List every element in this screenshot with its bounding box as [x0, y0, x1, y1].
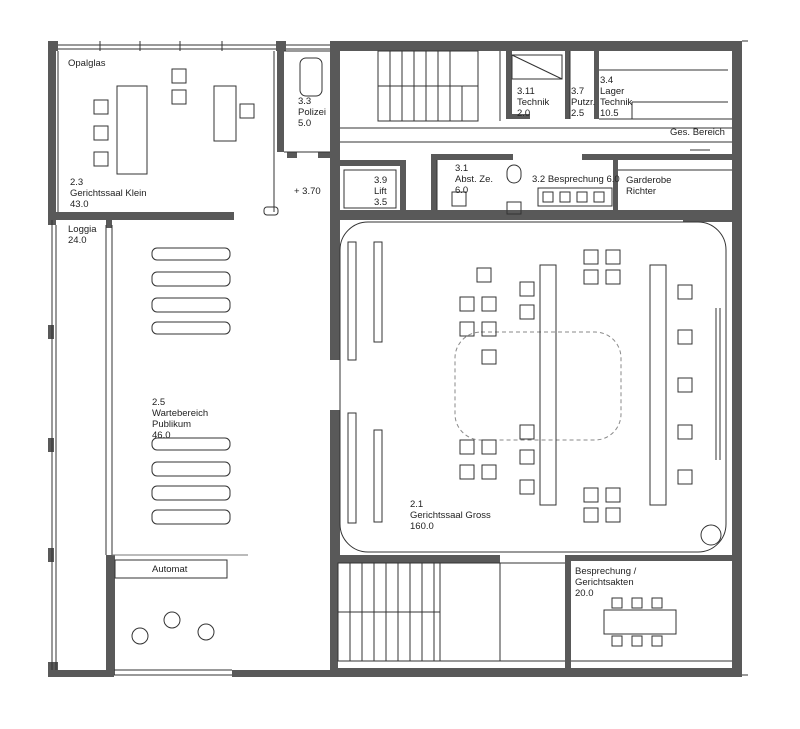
label-room-3-11: 3.11 Technik 2.0 — [517, 86, 549, 119]
room-3-1-name: Abst. Ze. — [455, 174, 494, 185]
label-room-3-2: 3.2 Besprechung 6.0 — [532, 174, 620, 185]
label-ges-bereich: Ges. Bereich — [670, 127, 725, 138]
room-3-11-area: 2.0 — [517, 108, 531, 119]
label-room-2-5: 2.5 Wartebereich Publikum 46.0 — [152, 397, 208, 441]
room-2-1-name: Gerichtssaal Gross — [410, 510, 491, 521]
room-3-4-name-1: Lager — [600, 86, 625, 97]
room-3-1-area: 6.0 — [455, 185, 469, 196]
room-3-3-number: 3.3 — [298, 96, 312, 107]
room-2-5-area: 46.0 — [152, 430, 171, 441]
label-loggia: Loggia 24.0 — [68, 224, 97, 246]
room-3-3-name: Polizei — [298, 107, 326, 118]
room-3-7-name: Putzr. — [571, 97, 596, 108]
label-room-3-9: 3.9 Lift 3.5 — [374, 175, 387, 208]
label-level: + 3.70 — [294, 186, 321, 197]
besprechung-akten-line-1: Besprechung / — [575, 566, 637, 577]
room-3-9-area: 3.5 — [374, 197, 388, 208]
label-automat: Automat — [152, 564, 187, 575]
room-3-9-number: 3.9 — [374, 175, 388, 186]
label-garderobe: Garderobe Richter — [626, 175, 671, 197]
room-2-3-area: 43.0 — [70, 199, 89, 210]
room-3-3-area: 5.0 — [298, 118, 312, 129]
room-3-9-name: Lift — [374, 186, 387, 197]
loggia-area: 24.0 — [68, 235, 87, 246]
label-room-3-7: 3.7 Putzr. 2.5 — [571, 86, 595, 119]
room-3-7-number: 3.7 — [571, 86, 585, 97]
loggia-name: Loggia — [68, 224, 97, 235]
besprechung-akten-area: 20.0 — [575, 588, 594, 599]
room-3-11-name: Technik — [517, 97, 550, 108]
label-opalglas: Opalglas — [68, 58, 106, 69]
garderobe-line-2: Richter — [626, 186, 657, 197]
label-room-3-3: 3.3 Polizei 5.0 — [298, 96, 326, 129]
room-3-2-text: 3.2 Besprechung 6.0 — [532, 174, 620, 185]
room-2-5-name-2: Publikum — [152, 419, 192, 430]
thin-lines — [51, 40, 748, 676]
room-2-1-area: 160.0 — [410, 521, 434, 532]
label-besprechung-akten: Besprechung / Gerichtsakten 20.0 — [575, 566, 636, 599]
ges-bereich-text: Ges. Bereich — [670, 127, 725, 138]
label-room-3-1: 3.1 Abst. Ze. 6.0 — [455, 163, 493, 196]
room-3-11-number: 3.11 — [517, 86, 535, 97]
walls — [48, 41, 742, 677]
room-3-7-area: 2.5 — [571, 108, 585, 119]
room-3-4-number: 3.4 — [600, 75, 614, 86]
room-2-5-name-1: Wartebereich — [152, 408, 209, 419]
level-text: + 3.70 — [294, 186, 321, 197]
besprechung-akten-line-2: Gerichtsakten — [575, 577, 634, 588]
garderobe-line-1: Garderobe — [626, 175, 672, 186]
room-2-3-number: 2.3 — [70, 177, 84, 188]
room-2-5-number: 2.5 — [152, 397, 166, 408]
label-room-2-1: 2.1 Gerichtssaal Gross 160.0 — [410, 499, 491, 532]
room-2-3-name: Gerichtssaal Klein — [70, 188, 147, 199]
label-room-3-4: 3.4 Lager Technik 10.5 — [600, 75, 632, 119]
label-room-2-3: 2.3 Gerichtssaal Klein 43.0 — [70, 177, 147, 210]
room-3-4-name-2: Technik — [600, 97, 633, 108]
room-2-1-number: 2.1 — [410, 499, 424, 510]
label-opalglas-text: Opalglas — [68, 58, 106, 69]
room-3-4-area: 10.5 — [600, 108, 619, 119]
room-3-1-number: 3.1 — [455, 163, 469, 174]
automat-text: Automat — [152, 564, 188, 575]
